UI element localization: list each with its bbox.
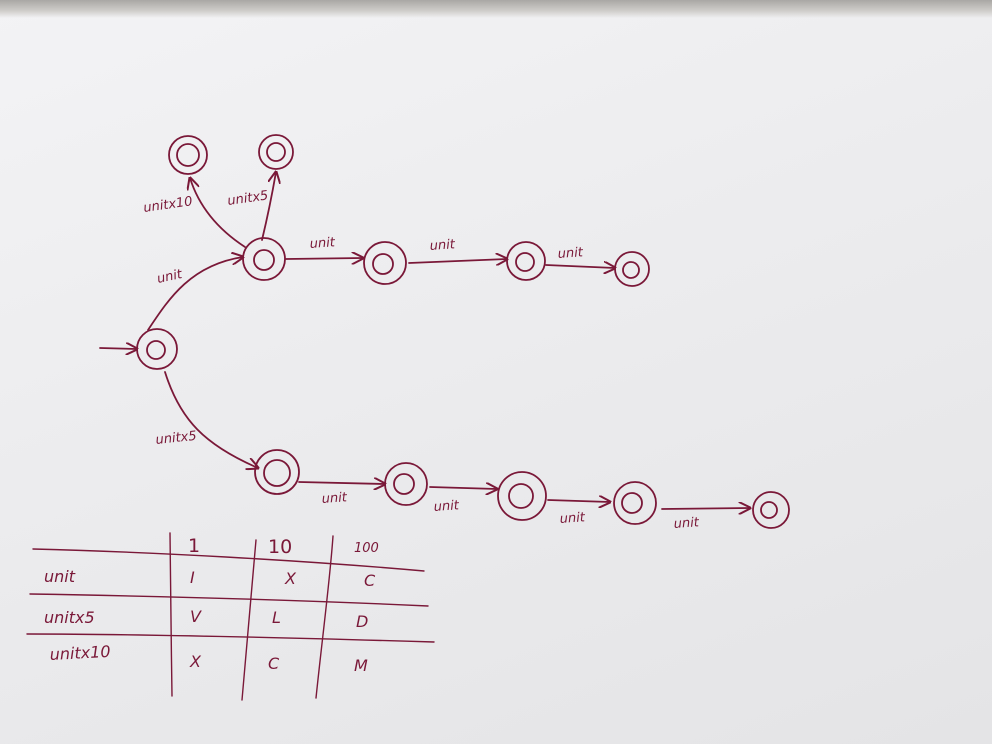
- label-upper-chain-3: unit: [557, 245, 584, 262]
- table-col-divider-1: [169, 532, 173, 697]
- start-arrow: [99, 348, 137, 349]
- table-cell-unitx5-10: L: [272, 608, 281, 627]
- edge-lower-chain-4: [661, 508, 750, 509]
- edge-lower-chain-2: [429, 487, 497, 489]
- state-lower-2: [384, 462, 428, 506]
- label-start-to-upper: unit: [156, 267, 185, 287]
- table-cell-unit-100: C: [364, 571, 376, 590]
- state-start: [136, 328, 178, 370]
- table-rule-row-1: [29, 593, 429, 607]
- state-top-left: [168, 135, 208, 175]
- edge-upper-chain-3: [545, 265, 615, 268]
- label-lower-chain-4: unit: [673, 515, 700, 532]
- numeral-table: 1 10 100 unit I X C unitx5 V L D unitx10…: [26, 532, 435, 701]
- label-upper-to-top-left: unitx10: [142, 194, 193, 216]
- state-upper-2: [363, 241, 407, 285]
- edge-lower-chain-3: [547, 500, 610, 502]
- state-lower-5: [752, 491, 790, 529]
- table-cell-unitx10-10: C: [268, 654, 280, 673]
- label-lower-chain-3: unit: [559, 510, 586, 527]
- edge-upper-to-top-left: [190, 178, 246, 248]
- table-cell-unitx10-1: X: [189, 652, 202, 671]
- state-upper: [242, 237, 286, 281]
- state-lower-4: [613, 481, 657, 525]
- edge-lower-chain-1: [298, 482, 385, 484]
- edge-start-to-upper: [147, 257, 243, 331]
- table-cell-unitx10-100: M: [354, 656, 368, 675]
- table-col-divider-2: [241, 539, 257, 701]
- label-upper-chain-1: unit: [309, 235, 336, 252]
- table-col-header-10: 10: [268, 536, 292, 558]
- table-row-label-unit: unit: [44, 567, 76, 586]
- table-col-header-100: 100: [354, 541, 379, 556]
- table-cell-unit-10: X: [284, 569, 297, 588]
- label-start-to-lower: unitx5: [155, 429, 197, 448]
- label-lower-chain-1: unit: [321, 490, 348, 507]
- table-cell-unitx5-100: D: [356, 612, 368, 631]
- table-rule-header: [32, 548, 425, 572]
- table-surface-edge: [0, 0, 992, 18]
- state-upper-3: [506, 241, 546, 281]
- edge-upper-chain-2: [408, 259, 507, 263]
- table-cell-unit-1: I: [190, 568, 195, 587]
- state-top-mid: [258, 134, 294, 170]
- state-lower-3: [497, 471, 547, 521]
- label-upper-chain-2: unit: [429, 237, 456, 254]
- table-col-header-1: 1: [188, 535, 200, 557]
- edge-start-to-lower: [164, 371, 258, 468]
- edge-upper-chain-1: [285, 258, 363, 259]
- table-rule-row-2: [26, 633, 435, 643]
- label-lower-chain-2: unit: [433, 498, 460, 515]
- table-row-label-unitx10: unitx10: [49, 642, 111, 664]
- table-cell-unitx5-1: V: [190, 607, 202, 626]
- state-upper-4: [614, 251, 650, 287]
- table-row-label-unitx5: unitx5: [44, 608, 95, 627]
- state-lower: [254, 449, 300, 495]
- edge-upper-to-top-mid: [261, 172, 276, 241]
- table-col-divider-3: [315, 535, 334, 699]
- label-upper-to-top-mid: unitx5: [226, 188, 269, 209]
